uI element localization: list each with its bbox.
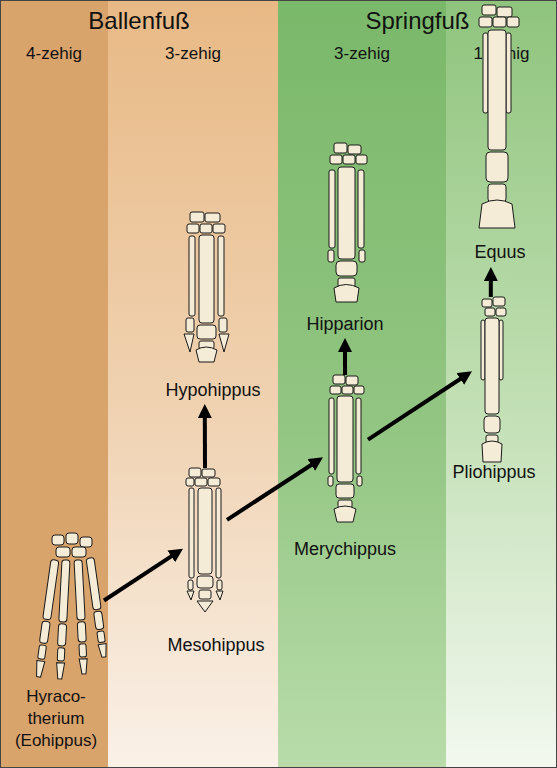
toe-count-column: 4-zehigHyraco- therium (Eohippus) [0, 0, 108, 768]
species-name: Hipparion [306, 313, 383, 335]
toe-count-column: 1-zehigPliohippus Equus [446, 0, 557, 768]
species-node: Equus [470, 5, 525, 267]
species-node: Hypohippus [165, 212, 262, 404]
species-name: Mesohippus [167, 634, 264, 656]
species-node: Pliohippus [472, 297, 512, 462]
species-name: Equus [474, 241, 525, 263]
species-node: Hipparion [300, 143, 390, 338]
species-name: Merychippus [294, 538, 396, 560]
toe-count-column: 3-zehigMesohippus Hypohippus [108, 0, 278, 768]
column-heading: 1-zehig [446, 43, 557, 65]
column-heading: 4-zehig [0, 43, 108, 65]
species-node: Hyraco- therium (Eohippus) [42, 533, 104, 683]
foot-type-band: Springfuß 3-zehigMerychippus Hipparion 1-ze… [278, 0, 557, 768]
species-name: Hypohippus [165, 379, 260, 401]
column-heading: 3-zehig [108, 43, 278, 65]
species-node: Merychippus [323, 375, 368, 522]
band-heading: Springfuß [278, 6, 557, 36]
species-name: Pliohippus [452, 461, 535, 483]
band-heading: Ballenfuß [0, 6, 278, 36]
column-heading: 3-zehig [278, 43, 446, 65]
toe-count-column: 3-zehigMerychippus Hipparion [278, 0, 446, 768]
species-node: Mesohippus [183, 468, 227, 612]
foot-type-band: Ballenfuß4-zehigHyraco- therium (Eohippu… [0, 0, 278, 768]
species-name: Hyraco- therium (Eohippus) [8, 686, 104, 752]
